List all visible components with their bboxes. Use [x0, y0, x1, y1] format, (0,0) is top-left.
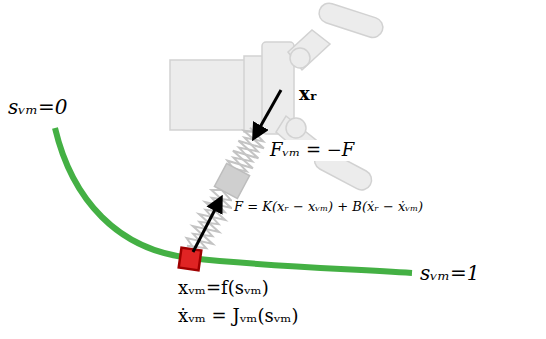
velocity-equation: ẋᵥₘ = Jᵥₘ(sᵥₘ) — [176, 306, 300, 327]
robot-gripper — [170, 1, 385, 194]
virtual-mass-marker — [179, 248, 202, 271]
spring-damper — [187, 128, 264, 250]
position-equation: xᵥₘ=f(sᵥₘ) — [176, 278, 271, 299]
force-arrow — [193, 200, 220, 252]
path-end-label: sᵥₘ=1 — [418, 262, 481, 285]
spring-coil — [228, 128, 263, 172]
force-arrow — [255, 90, 281, 136]
virtual-mass-block — [214, 163, 249, 198]
spring-equation: F = K(xᵣ − xᵥₘ) + B(ẋᵣ − ẋᵥₘ) — [232, 200, 425, 215]
path-start-label: sᵥₘ=0 — [6, 96, 69, 119]
force-label: Fᵥₘ = −F — [268, 140, 356, 161]
robot-position-label: xᵣ — [297, 84, 319, 105]
spring-coil — [187, 186, 231, 248]
